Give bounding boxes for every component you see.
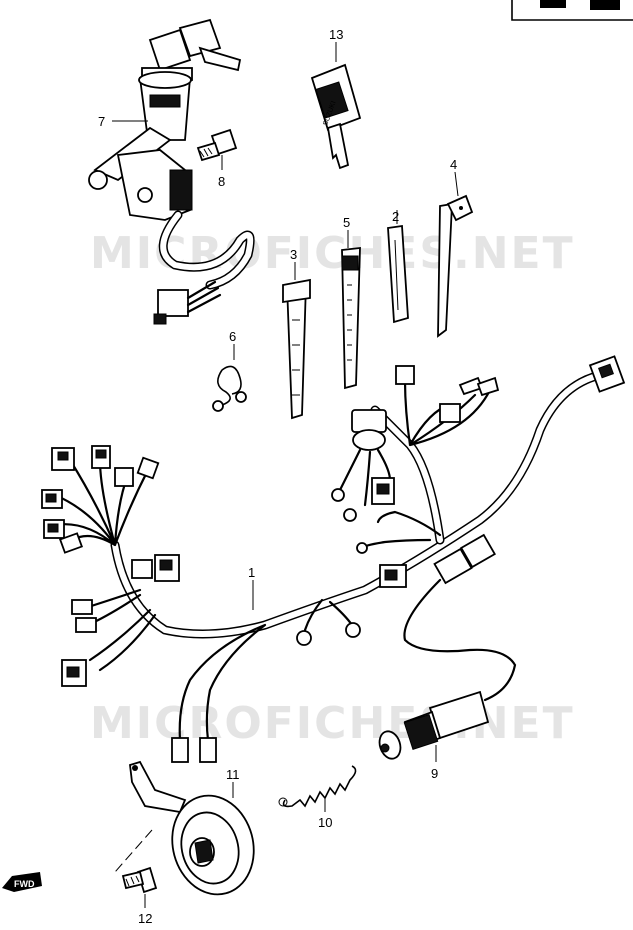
label-part-3: 3 <box>290 247 297 262</box>
forward-direction-arrow: FWD <box>2 872 42 892</box>
label-part-5: 5 <box>343 215 350 230</box>
cable-strap-part-4 <box>437 194 474 338</box>
wiring-harness-part-1 <box>41 355 626 763</box>
band-part-3 <box>282 278 311 420</box>
label-part-8: 8 <box>218 174 225 189</box>
band-part-5 <box>341 246 361 390</box>
label-part-2: 2 <box>392 209 399 224</box>
ignition-switch-part <box>88 18 255 325</box>
label-part-10: 10 <box>318 815 332 830</box>
bolt-part-8 <box>196 128 238 162</box>
label-part-13: 13 <box>329 27 343 42</box>
label-part-1: 1 <box>248 565 255 580</box>
fwd-label: FWD <box>14 879 35 889</box>
watermark-bottom: MICROFICHES.NET <box>90 698 575 749</box>
clip-part-6 <box>212 365 247 412</box>
label-part-7: 7 <box>98 114 105 129</box>
switch-part-9 <box>378 578 517 760</box>
label-part-6: 6 <box>229 329 236 344</box>
watermark-top: MICROFICHES.NET <box>90 228 575 279</box>
frame-corner <box>511 0 633 21</box>
label-part-11: 11 <box>226 767 240 782</box>
key-part-13: SUZUKI <box>310 63 362 170</box>
label-part-4: 4 <box>450 157 457 172</box>
clamp-part-2 <box>387 224 409 324</box>
horn-part-11 <box>129 760 255 896</box>
label-part-12: 12 <box>138 911 152 926</box>
spring-part-10 <box>278 765 357 808</box>
label-part-9: 9 <box>431 766 438 781</box>
bolt-part-12 <box>114 829 158 894</box>
